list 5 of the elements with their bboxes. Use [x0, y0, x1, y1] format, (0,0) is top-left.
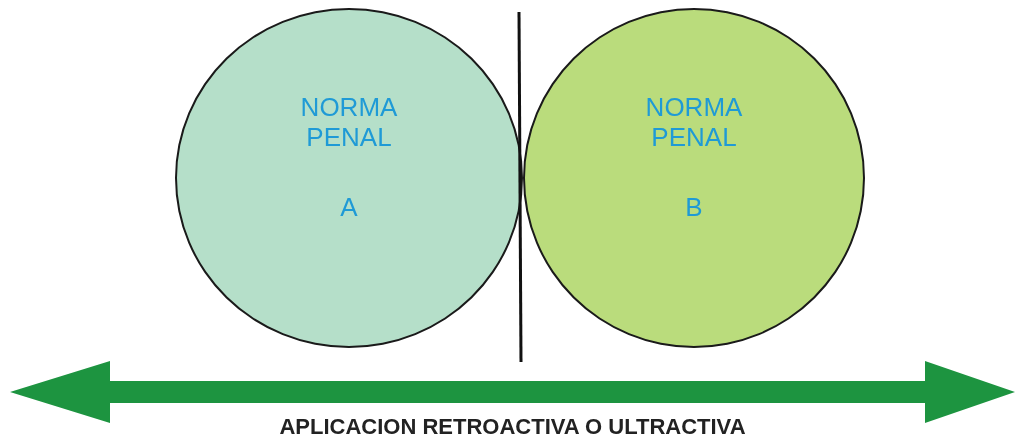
node-letter: B [685, 192, 703, 222]
node-title: NORMA PENAL [644, 92, 744, 152]
axis-caption: APLICACION RETROACTIVA O ULTRACTIVA [279, 414, 746, 440]
node-letter: A [340, 192, 358, 222]
node-title: NORMA PENAL [299, 92, 399, 152]
